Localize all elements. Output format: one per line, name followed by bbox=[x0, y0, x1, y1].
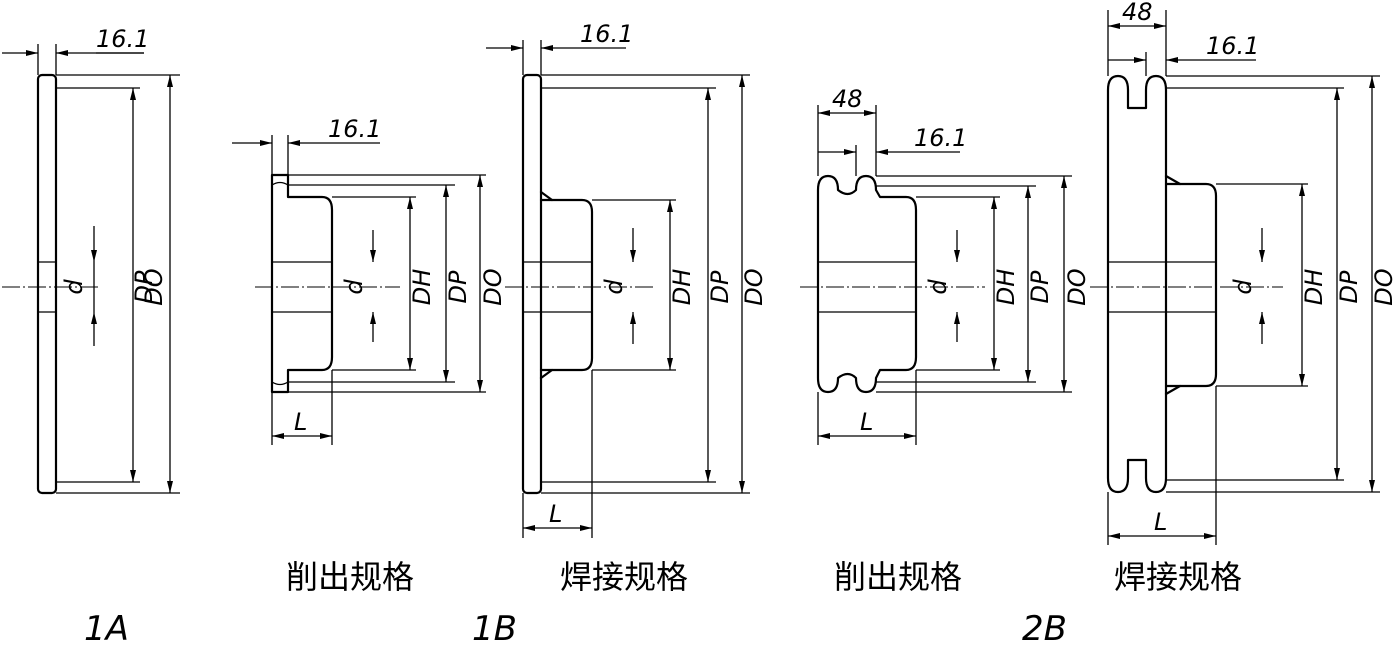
view-1b-machined: 16.1 d DH DP DO L 削出规格 bbox=[232, 115, 507, 596]
dim-l: L bbox=[549, 500, 562, 528]
dim-d: d bbox=[340, 279, 368, 295]
dim-do: DO bbox=[140, 268, 168, 305]
dim-dp: DP bbox=[1335, 270, 1363, 303]
dim-do: DO bbox=[1370, 268, 1393, 305]
dim-do: DO bbox=[740, 268, 768, 305]
dim-d: d bbox=[924, 279, 952, 295]
dim-16-1: 16.1 bbox=[1206, 32, 1259, 60]
type-label-2b: 2B bbox=[1022, 609, 1067, 649]
dim-do: DO bbox=[1063, 268, 1091, 305]
type-label-1b: 1B bbox=[472, 609, 517, 649]
caption-machined: 削出规格 bbox=[286, 558, 414, 596]
caption-machined: 削出规格 bbox=[834, 558, 962, 596]
dim-do: DO bbox=[479, 268, 507, 305]
caption-welded: 焊接规格 bbox=[560, 558, 688, 596]
view-2b-welded: 48 16.1 d DH DP DO L 焊接规格 bbox=[1090, 0, 1393, 596]
dim-d: d bbox=[60, 279, 88, 295]
dim-l: L bbox=[860, 408, 873, 436]
dim-dh: DH bbox=[1300, 269, 1328, 306]
caption-welded: 焊接规格 bbox=[1114, 558, 1242, 596]
dim-d: d bbox=[600, 279, 628, 295]
dim-dh: DH bbox=[668, 269, 696, 306]
dim-d: d bbox=[1229, 279, 1257, 295]
dim-dp: DP bbox=[130, 270, 158, 303]
view-1a: 16.1 d DP DO bbox=[2, 25, 180, 495]
dim-48: 48 bbox=[832, 85, 863, 113]
view-2b-machined: 48 16.1 d DH DP DO L 削出规格 bbox=[800, 85, 1091, 596]
dim-16-1: 16.1 bbox=[96, 25, 149, 53]
dim-dp: DP bbox=[1026, 270, 1054, 303]
dim-48: 48 bbox=[1122, 0, 1153, 26]
dim-16-1: 16.1 bbox=[914, 124, 967, 152]
dim-16-1: 16.1 bbox=[580, 20, 633, 48]
type-label-1a: 1A bbox=[84, 609, 129, 649]
dim-l: L bbox=[294, 408, 307, 436]
dim-dp: DP bbox=[444, 270, 472, 303]
dim-dh: DH bbox=[992, 269, 1020, 306]
dim-dp: DP bbox=[706, 270, 734, 303]
view-1b-welded: 16.1 d DH DP DO L 焊接规格 bbox=[486, 20, 768, 596]
dim-dh: DH bbox=[408, 269, 436, 306]
dim-l: L bbox=[1154, 508, 1167, 536]
dim-16-1: 16.1 bbox=[328, 115, 381, 143]
